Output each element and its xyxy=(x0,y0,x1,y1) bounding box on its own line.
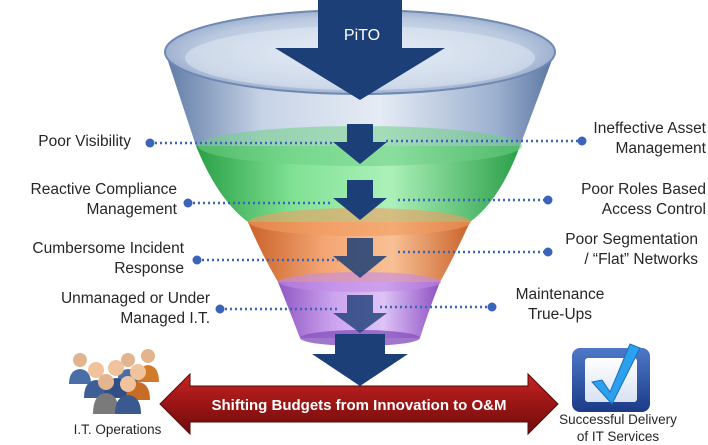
connector-dot xyxy=(183,198,193,208)
down-arrow xyxy=(333,238,387,278)
funnel-band-rim xyxy=(279,272,441,292)
top-arrow-label: PiTO xyxy=(344,27,380,44)
connector-dot xyxy=(215,304,225,314)
connector-dot xyxy=(543,195,553,205)
right-label-maintenance: Maintenance True-Ups xyxy=(515,286,605,323)
left-label-poor-visibility: Poor Visibility xyxy=(38,133,131,150)
budget-banner-arrow xyxy=(159,372,559,436)
right-label-segmentation: Poor Segmentation / “Flat” Networks xyxy=(565,231,698,268)
left-label-cumbersome-incident: Cumbersome Incident Response xyxy=(32,240,184,277)
left-label-reactive-compliance: Reactive Compliance Management xyxy=(30,181,177,218)
down-arrow xyxy=(333,180,387,220)
people-label: I.T. Operations xyxy=(73,422,162,437)
connector-dot xyxy=(543,247,553,257)
bottom-arrow xyxy=(312,334,408,386)
left-label-unmanaged-it: Unmanaged or Under Managed I.T. xyxy=(60,290,210,327)
connector-dot xyxy=(577,136,587,146)
connector-dot xyxy=(487,302,497,312)
connector-dot xyxy=(145,138,155,148)
right-label-asset-management: Ineffective Asset Management xyxy=(593,120,706,157)
down-arrow xyxy=(333,295,387,333)
top-arrow xyxy=(275,0,445,100)
funnel-band-rim xyxy=(249,208,471,236)
down-arrow xyxy=(333,124,387,164)
connector-dot xyxy=(192,255,202,265)
right-label-roles-access: Poor Roles Based Access Control xyxy=(581,181,706,218)
budget-banner-text: Shifting Budgets from Innovation to O&M xyxy=(212,397,507,414)
connectors xyxy=(150,139,580,311)
checkmark-label: Successful Delivery of IT Services xyxy=(559,412,677,444)
connector-dots xyxy=(145,136,587,314)
checkmark-icon xyxy=(572,343,650,412)
people-icon xyxy=(69,349,159,414)
